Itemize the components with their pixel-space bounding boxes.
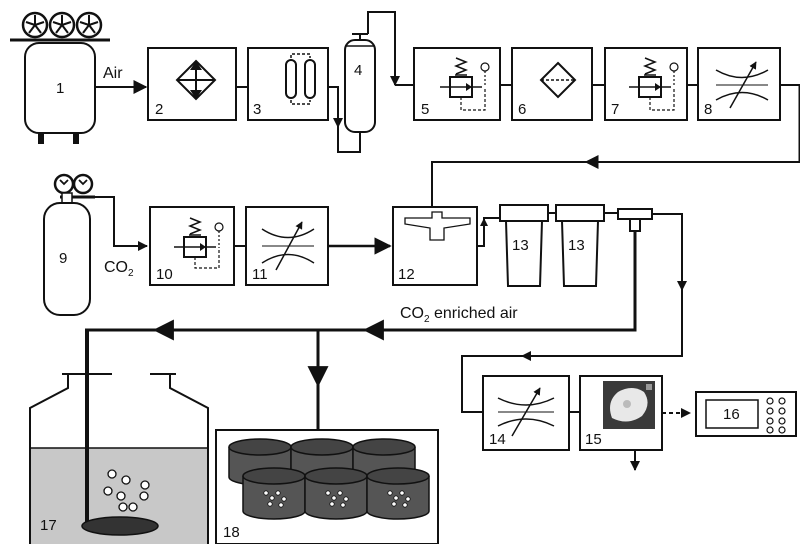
label-11: 11 bbox=[252, 266, 268, 283]
label-1: 1 bbox=[56, 80, 64, 97]
component-11-flow-valve: 11 bbox=[246, 207, 328, 285]
component-16-controller: 16 bbox=[696, 392, 796, 436]
component-2-filter: 2 bbox=[148, 48, 236, 120]
label-13b: 13 bbox=[568, 237, 585, 254]
label-10: 10 bbox=[156, 266, 173, 283]
tank-icon bbox=[229, 439, 429, 519]
label-18: 18 bbox=[223, 524, 240, 541]
component-15-co2-sensor: 15 bbox=[580, 376, 662, 450]
enriched-air-label: CO2 enriched air bbox=[400, 305, 518, 325]
label-12: 12 bbox=[398, 266, 415, 283]
sensor-image-icon bbox=[603, 381, 655, 429]
t-connector bbox=[618, 209, 652, 231]
component-14-flow-valve: 14 bbox=[483, 376, 569, 450]
component-6-filter: 6 bbox=[512, 48, 592, 120]
label-13a: 13 bbox=[512, 237, 529, 254]
co2-label: CO2 bbox=[104, 259, 134, 279]
component-7-pressure-regulator: 7 bbox=[605, 48, 687, 120]
label-4: 4 bbox=[354, 62, 362, 79]
co2-cylinder: 9 bbox=[44, 175, 95, 315]
component-3-dryer: 3 bbox=[248, 48, 328, 120]
component-10-pressure-regulator: 10 bbox=[150, 207, 234, 285]
fan-icon bbox=[23, 13, 101, 37]
label-7: 7 bbox=[611, 101, 619, 118]
label-9: 9 bbox=[59, 250, 67, 267]
component-5-pressure-regulator: 5 bbox=[414, 48, 500, 120]
air-compressor: 1 bbox=[10, 13, 110, 144]
label-6: 6 bbox=[518, 101, 526, 118]
component-18-culture-tanks: 18 bbox=[216, 430, 438, 544]
label-8: 8 bbox=[704, 101, 712, 118]
label-2: 2 bbox=[155, 101, 163, 118]
label-16: 16 bbox=[723, 406, 740, 423]
label-15: 15 bbox=[585, 431, 602, 448]
component-8-flow-valve: 8 bbox=[698, 48, 780, 120]
label-14: 14 bbox=[489, 431, 506, 448]
component-17-bioreactor-vessel: 17 bbox=[30, 330, 208, 544]
gauge-icon bbox=[55, 175, 92, 193]
component-4-tank: 4 bbox=[345, 34, 375, 132]
label-3: 3 bbox=[253, 101, 261, 118]
component-13-filter: 13 bbox=[500, 205, 548, 286]
air-label: Air bbox=[103, 65, 123, 82]
component-12-mixer: 12 bbox=[393, 207, 477, 285]
label-5: 5 bbox=[421, 101, 429, 118]
component-13-filter: 13 bbox=[556, 205, 604, 286]
label-17: 17 bbox=[40, 517, 57, 534]
